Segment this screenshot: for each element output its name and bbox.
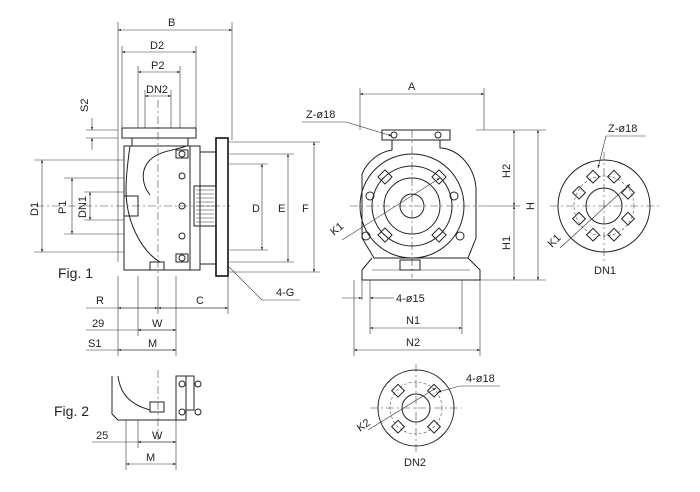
dim-W: W: [152, 318, 163, 330]
dim-D2: D2: [150, 40, 164, 52]
dim-M: M: [148, 338, 157, 350]
fig1-label: Fig. 1: [58, 265, 93, 281]
dim-P1: P1: [57, 201, 69, 214]
front-view: A Z-ø18 K1: [302, 81, 546, 356]
front-dim-H2: H2: [501, 164, 513, 178]
dn2-title: DN2: [404, 457, 426, 469]
dn2-dim-holes: 4-ø18: [466, 373, 495, 385]
front-dim-H1: H1: [501, 236, 513, 250]
dim-P2: P2: [151, 60, 164, 72]
dim-DN1: DN1: [77, 196, 89, 218]
front-dim-N2: N2: [406, 337, 420, 349]
dn1-flange-view: Z-ø18 K1 DN1: [546, 123, 660, 277]
front-dim-holes: 4-ø15: [396, 293, 425, 305]
front-dim-N1: N1: [406, 315, 420, 327]
fig2-label: Fig. 2: [54, 403, 89, 419]
dim-DN2: DN2: [146, 84, 168, 96]
dim-D1: D1: [29, 202, 41, 216]
fig2-view: Fig. 2 25 W M: [54, 370, 202, 470]
front-dim-K1: K1: [328, 220, 346, 238]
fig2-dim-25: 25: [96, 430, 108, 442]
dim-S2: S2: [79, 99, 91, 112]
dim-4G: 4-G: [276, 287, 294, 299]
dim-S1: S1: [88, 338, 101, 350]
dn1-title: DN1: [594, 265, 616, 277]
fig2-dim-W: W: [152, 430, 163, 442]
dim-D: D: [252, 203, 260, 215]
dn2-dim-K2: K2: [355, 417, 373, 435]
dim-F: F: [302, 203, 309, 215]
front-dim-Z: Z-ø18: [306, 109, 335, 121]
dim-E: E: [278, 203, 285, 215]
dn1-dim-Z: Z-ø18: [608, 123, 637, 135]
side-view: B D2 P2 DN2 S2: [29, 17, 320, 356]
front-dim-A: A: [408, 81, 416, 93]
dn2-flange-view: 4-ø18 K2 DN2: [355, 364, 500, 469]
dim-C: C: [196, 295, 204, 307]
front-dim-H: H: [525, 202, 537, 210]
fig2-dim-M: M: [146, 452, 155, 464]
dim-29: 29: [92, 318, 104, 330]
dim-R: R: [96, 295, 104, 307]
dim-B: B: [168, 17, 175, 29]
